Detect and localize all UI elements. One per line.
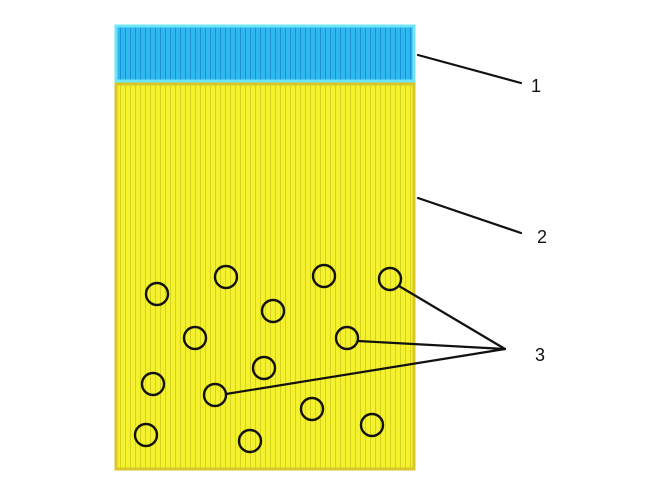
bubble [299, 396, 325, 422]
leader-line-3a [397, 284, 507, 351]
bubble [133, 422, 159, 448]
bubble [377, 266, 403, 292]
bubble [334, 325, 360, 351]
leader-line-3b [356, 339, 507, 351]
bubble [311, 263, 337, 289]
leader-line-3c [224, 347, 507, 396]
main-body [114, 82, 416, 471]
bubble [237, 428, 263, 454]
callout-label-2: 2 [537, 227, 547, 247]
bubble [140, 371, 166, 397]
callout-label-3: 3 [535, 345, 545, 365]
leader-line-1 [416, 53, 523, 85]
bubble [260, 298, 286, 324]
leader-lines [224, 53, 523, 396]
leader-line-2 [416, 196, 523, 235]
bubble [144, 281, 170, 307]
bubble [182, 325, 208, 351]
bubble [251, 355, 277, 381]
bubble [359, 412, 385, 438]
callout-label-1: 1 [531, 76, 541, 96]
bubble [213, 264, 239, 290]
top-layer [114, 24, 416, 83]
